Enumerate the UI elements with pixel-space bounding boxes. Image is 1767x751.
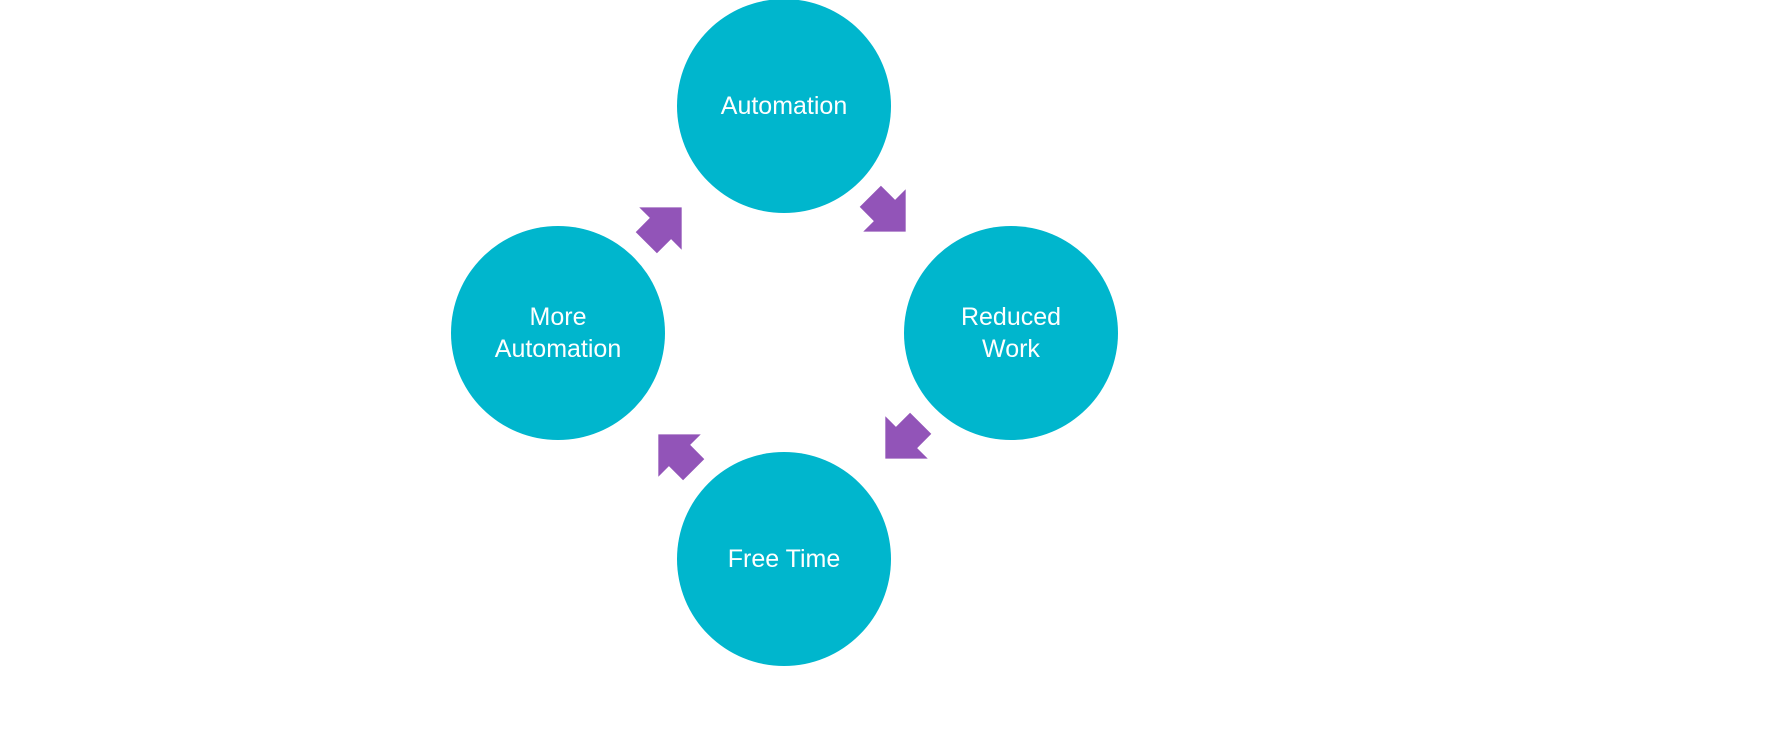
arrow-icon xyxy=(885,412,932,459)
cycle-node-label: Automation xyxy=(720,92,848,120)
arrow-free-time-to-more-automation xyxy=(658,434,705,481)
cycle-node-reduced-work: Reduced Work xyxy=(904,226,1118,440)
arrow-more-automation-to-automation xyxy=(635,207,682,254)
arrow-icon xyxy=(635,207,682,254)
cycle-node-label: Reduced Work xyxy=(960,303,1062,363)
arrow-icon xyxy=(658,434,705,481)
arrow-automation-to-reduced-work xyxy=(859,185,906,232)
arrow-icon xyxy=(859,185,906,232)
cycle-node-automation: Automation xyxy=(677,0,891,213)
arrow-reduced-work-to-free-time xyxy=(885,412,932,459)
cycle-node-more-automation: More Automation xyxy=(451,226,665,440)
cycle-node-label: More Automation xyxy=(494,303,622,363)
cycle-node-free-time: Free Time xyxy=(677,452,891,666)
cycle-node-label: Free Time xyxy=(727,545,841,573)
